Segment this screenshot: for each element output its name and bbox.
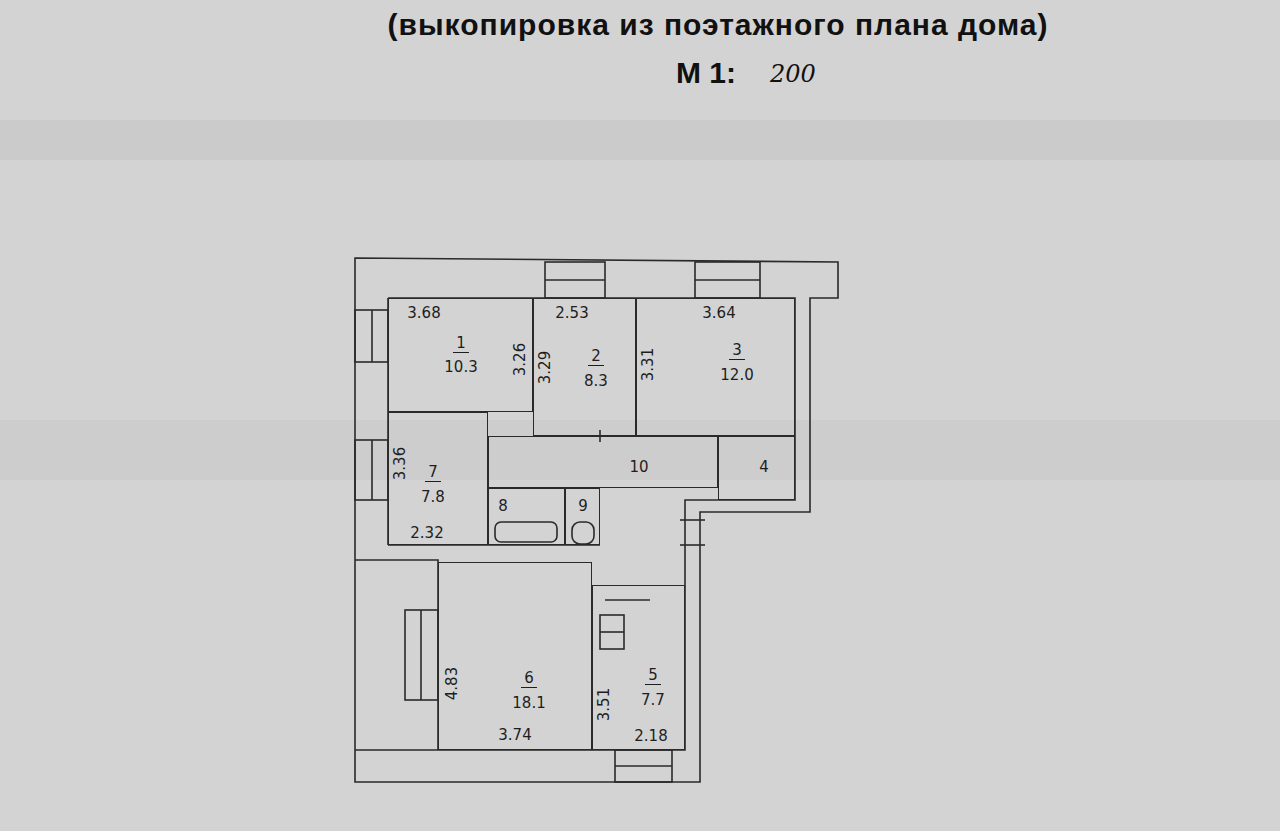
- scan-band: [0, 420, 1280, 480]
- room-number: 9: [578, 499, 588, 514]
- stove-symbol: [600, 615, 624, 649]
- room: 3.36 7 7.8 2.32: [388, 412, 488, 545]
- room-number: 6: [521, 671, 537, 688]
- dimension: 12.0: [720, 368, 753, 383]
- dimension: 3.31: [642, 347, 657, 380]
- room-area: 10.3: [444, 360, 477, 375]
- window: [355, 440, 388, 500]
- dimension: 4.83: [446, 666, 461, 699]
- dimension: 2.18: [634, 729, 667, 744]
- room-number: 1: [453, 336, 469, 353]
- inner-wall: [355, 560, 592, 750]
- dimension: 3.64: [702, 306, 735, 321]
- room: 8: [488, 488, 565, 545]
- toilet-symbol: [572, 522, 594, 544]
- room-area: 18.1: [512, 696, 545, 711]
- room: 10: [488, 436, 718, 488]
- dimension: 3.36: [394, 446, 409, 479]
- room: 3.64 3.31 3 12.0: [636, 298, 795, 436]
- room: 3.51 5 7.7 2.18: [592, 585, 685, 750]
- room: 4: [718, 436, 795, 500]
- room-number: 3: [729, 343, 745, 360]
- scale-value: 200: [770, 60, 816, 88]
- room-area: 7.7: [641, 693, 665, 708]
- dimension: 2.53: [555, 306, 588, 321]
- dimension: 3.68: [407, 306, 440, 321]
- room: 3.68 1 10.3 3.26: [388, 298, 533, 412]
- window: [695, 279, 760, 281]
- window: [545, 279, 605, 281]
- room-number: 8: [498, 499, 508, 514]
- window: [371, 440, 373, 500]
- room: 4.83 6 18.1 3.74: [438, 562, 592, 750]
- window: [371, 310, 373, 362]
- room-number: 5: [645, 668, 661, 685]
- window: [615, 750, 672, 782]
- title: (выкопировка из поэтажного плана дома): [388, 8, 1049, 42]
- dimension: 3.74: [498, 728, 531, 743]
- door: [605, 599, 650, 601]
- dimension: 3.29: [539, 350, 554, 383]
- dimension: 8.3: [584, 374, 608, 389]
- window: [355, 310, 388, 362]
- scale-label: М 1:: [676, 56, 736, 90]
- room-area: 7.8: [421, 490, 445, 505]
- room-number: 10: [629, 460, 648, 475]
- door: [680, 544, 705, 546]
- scan-band: [0, 120, 1280, 160]
- room: 2.53 3.29 2 8.3: [533, 298, 636, 436]
- window: [695, 262, 760, 298]
- bath-symbol: [495, 522, 557, 542]
- window: [405, 610, 438, 700]
- window: [420, 610, 422, 700]
- dimension: 3.26: [514, 342, 529, 375]
- dimension: 3.51: [598, 687, 613, 720]
- room-number: 4: [759, 460, 769, 475]
- room: 9: [565, 488, 600, 545]
- outer-wall: [355, 258, 838, 782]
- room-number: 2: [588, 349, 604, 366]
- room-number: 7: [425, 465, 441, 482]
- inner-wall: [388, 298, 795, 750]
- window: [545, 262, 605, 298]
- stove-symbol: [600, 631, 624, 633]
- window: [615, 765, 672, 767]
- dimension: 2.32: [410, 526, 443, 541]
- door: [680, 519, 705, 521]
